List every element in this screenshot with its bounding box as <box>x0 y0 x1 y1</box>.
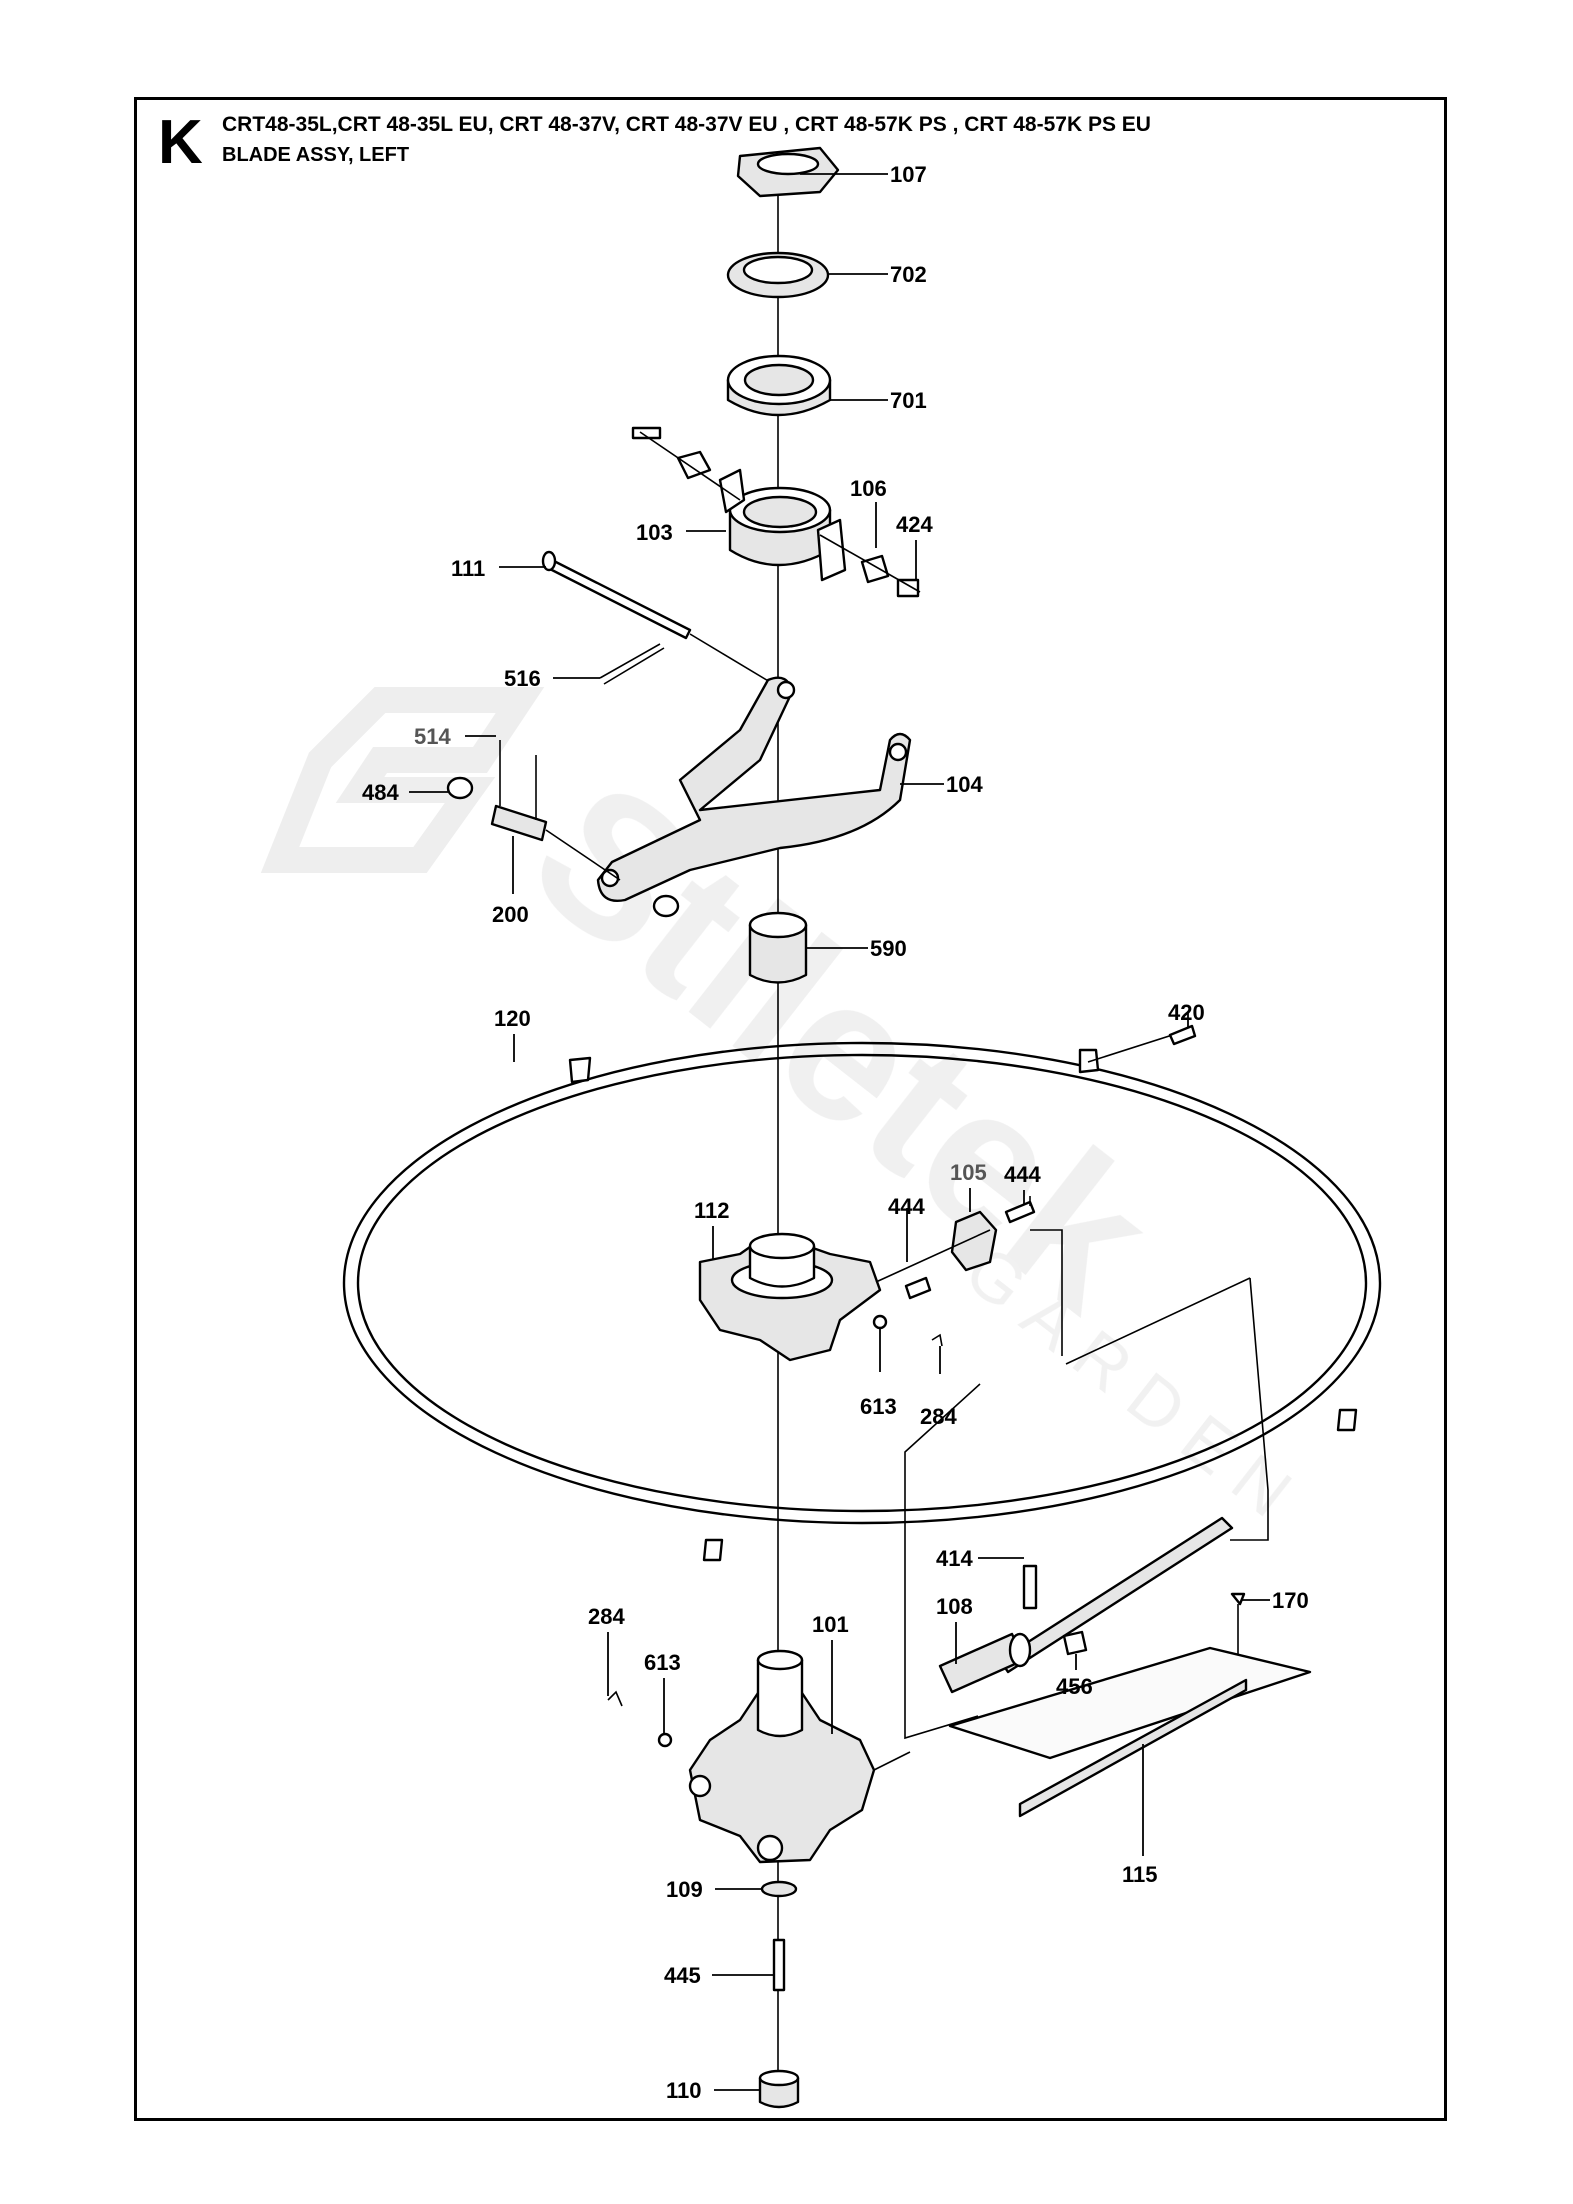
part-101-lower-hub <box>688 1649 876 1864</box>
part-445-bolt <box>772 1938 786 1992</box>
callout-104: 104 <box>946 772 983 797</box>
callout-105: 105 <box>950 1160 987 1185</box>
callout-103: 103 <box>636 520 673 545</box>
model-list-title: CRT48-35L,CRT 48-35L EU, CRT 48-37V, CRT… <box>222 113 1151 136</box>
callout-107: 107 <box>890 162 927 187</box>
callout-424: 424 <box>896 512 933 537</box>
callout-484: 484 <box>362 780 399 805</box>
part-516-cotter-pin <box>599 643 665 685</box>
callout-444-upper: 444 <box>1004 1162 1041 1187</box>
leader-lines <box>409 173 1270 2091</box>
part-107-hex-nut <box>736 146 840 198</box>
part-111-pivot-pin <box>541 550 692 640</box>
part-170-screw <box>1230 1592 1246 1606</box>
part-110-cap <box>758 2069 800 2109</box>
callout-115: 115 <box>1122 1862 1158 1887</box>
callout-701: 701 <box>890 388 927 413</box>
assembly-title: BLADE ASSY, LEFT <box>222 144 410 166</box>
callout-613-upper: 613 <box>860 1394 897 1419</box>
part-590-bushing <box>748 911 808 984</box>
part-109-washer <box>760 1880 798 1898</box>
callout-101: 101 <box>812 1612 849 1637</box>
part-284-pin <box>607 1690 623 1707</box>
callout-514: 514 <box>414 724 451 749</box>
watermark-sub: GARDEN <box>951 1230 1320 1542</box>
callout-112: 112 <box>694 1198 730 1223</box>
callout-170: 170 <box>1272 1588 1309 1613</box>
callout-labels: 107 702 701 106 424 103 111 516 514 484 … <box>362 162 1309 2103</box>
part-701-bearing <box>726 354 832 417</box>
part-702-ring <box>726 251 830 299</box>
callout-702: 702 <box>890 262 927 287</box>
callout-111: 111 <box>451 556 485 581</box>
callout-516: 516 <box>504 666 541 691</box>
part-420-bolt <box>1168 1024 1197 1046</box>
callout-200: 200 <box>492 902 529 927</box>
callout-456: 456 <box>1056 1674 1093 1699</box>
callout-420: 420 <box>1168 1000 1205 1025</box>
callout-110: 110 <box>666 2078 702 2103</box>
callout-106: 106 <box>850 476 887 501</box>
part-103-housing <box>631 426 920 598</box>
part-120-blade-ring <box>342 1041 1382 1562</box>
callout-613-lower: 613 <box>644 1650 681 1675</box>
section-letter: K <box>158 108 203 177</box>
callout-120: 120 <box>494 1006 531 1031</box>
part-414-bolt <box>1022 1564 1038 1610</box>
part-613-nipple <box>657 1732 673 1748</box>
part-200-pivot <box>446 740 680 918</box>
part-108-blade-arm <box>938 1516 1234 1694</box>
part-115-blade <box>948 1646 1312 1818</box>
callout-444-lower: 444 <box>888 1194 925 1219</box>
callout-445: 445 <box>664 1963 701 1988</box>
part-105-clamp <box>872 1200 1036 1347</box>
watermark-logo-shape <box>260 687 545 873</box>
part-456-nut <box>1062 1630 1088 1656</box>
callout-414: 414 <box>936 1546 973 1571</box>
part-104-a-arm <box>596 676 912 902</box>
callout-284-upper: 284 <box>920 1404 957 1429</box>
callout-284-lower: 284 <box>588 1604 625 1629</box>
part-112-upper-hub <box>698 1232 882 1362</box>
callout-108: 108 <box>936 1594 973 1619</box>
callout-109: 109 <box>666 1877 703 1902</box>
callout-590: 590 <box>870 936 907 961</box>
drawing-frame <box>134 97 1447 2121</box>
